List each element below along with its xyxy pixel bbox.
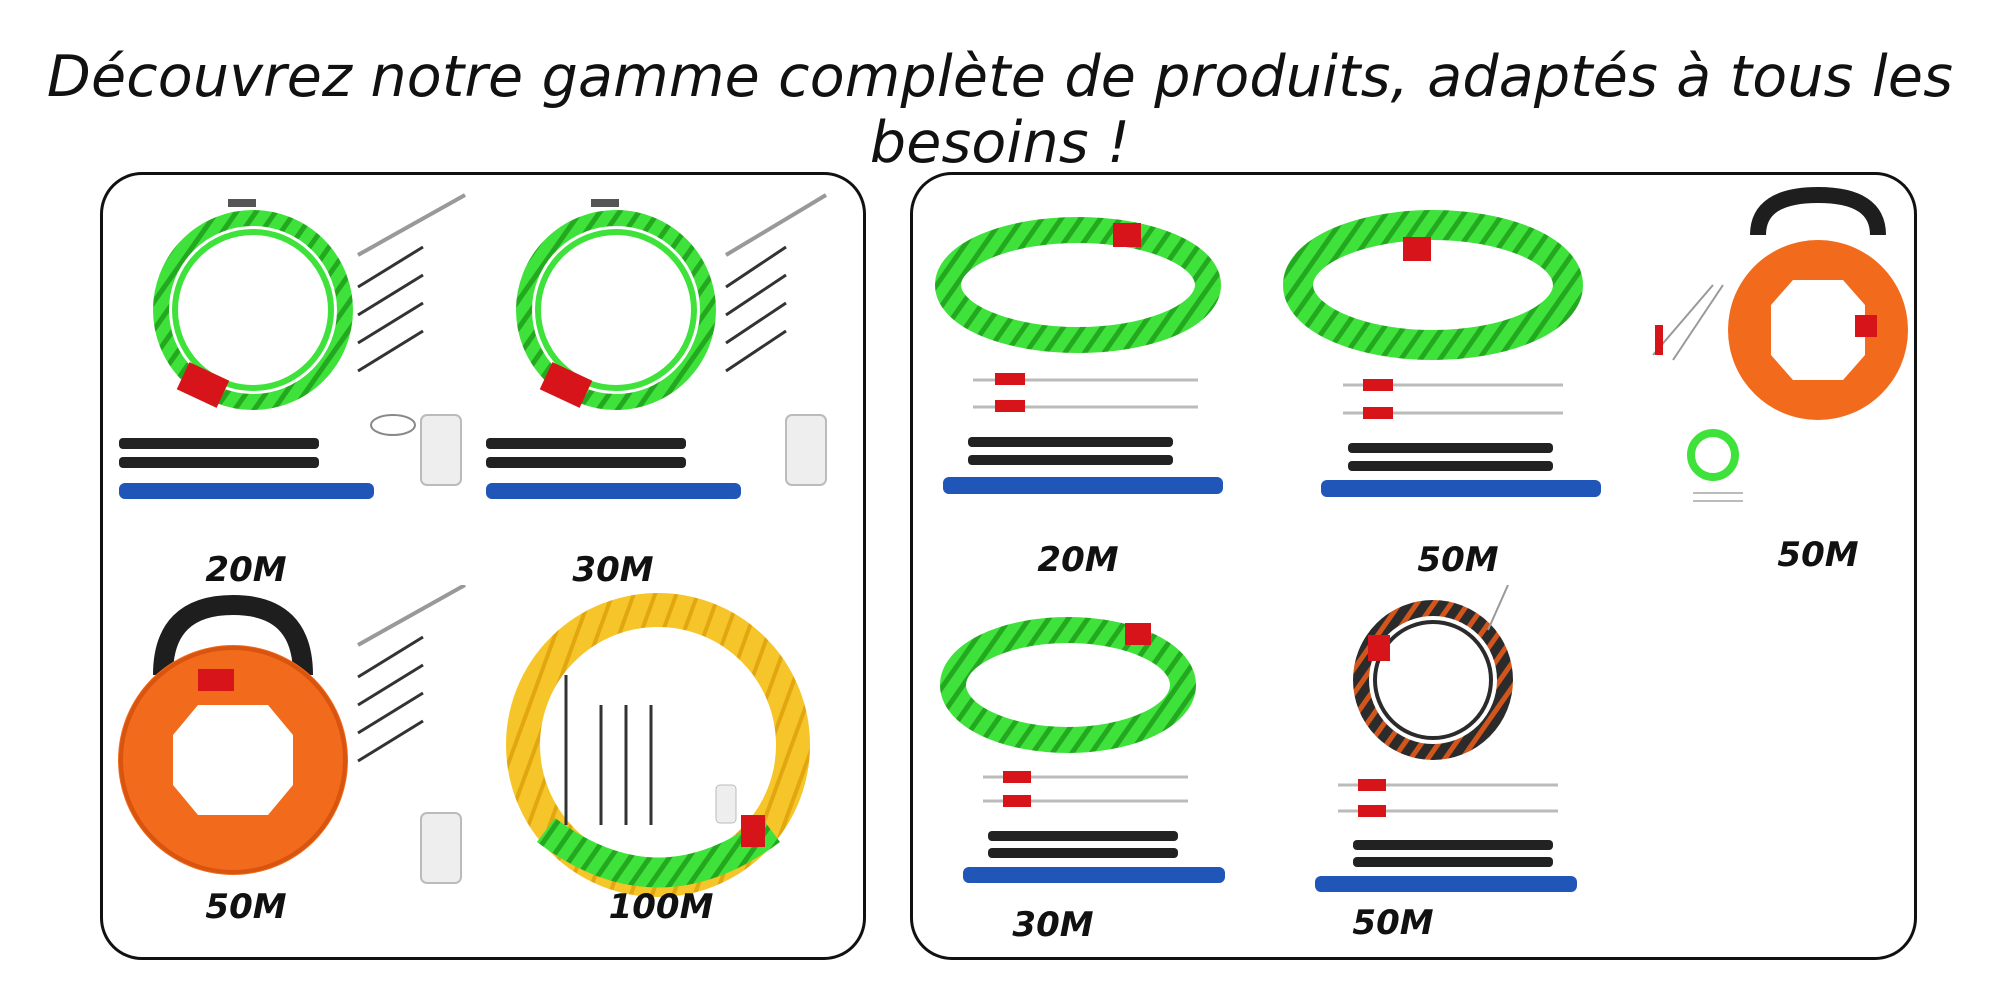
product-caption: 30M [572,550,654,590]
product-caption: 50M [205,887,287,927]
product-card-50m-set[interactable]: 50M [1273,175,1633,585]
product-panel-right: 20M 50M 50M [910,172,1917,960]
green-coil-kit-icon [119,193,466,499]
yellow-reel-kit-icon [506,593,810,897]
orange-reel-set-icon [1652,186,1908,502]
black-orange-coil-set-icon [1315,585,1577,892]
page-headline: Découvrez notre gamme complète de produi… [46,44,1954,176]
green-coil-kit-icon [486,193,828,499]
product-card-20m-set[interactable]: 20M [913,175,1273,585]
product-caption: 30M [1012,905,1094,945]
product-card-30m-set[interactable]: 30M [913,585,1273,963]
product-card-20m[interactable]: 20M [103,175,486,605]
green-coil-set-icon [935,217,1223,494]
product-caption: 50M [1777,535,1859,575]
product-panel-left: 20M 30M [100,172,866,960]
green-coil-set-icon [1283,210,1601,497]
product-card-50m-reel-set[interactable]: 50M [1633,175,1917,585]
product-card-30m[interactable]: 30M [486,175,869,605]
product-card-100m[interactable]: 100M [486,585,869,963]
product-card-50m-reel[interactable]: 50M [103,585,486,963]
product-caption: 100M [608,887,714,927]
product-caption: 20M [1037,540,1119,580]
product-caption: 50M [1417,540,1499,580]
product-caption: 20M [205,550,287,590]
product-card-50m-dark-set[interactable]: 50M [1273,585,1633,963]
green-coil-set-icon [940,617,1225,883]
product-caption: 50M [1352,903,1434,943]
orange-reel-kit-icon [118,585,466,884]
